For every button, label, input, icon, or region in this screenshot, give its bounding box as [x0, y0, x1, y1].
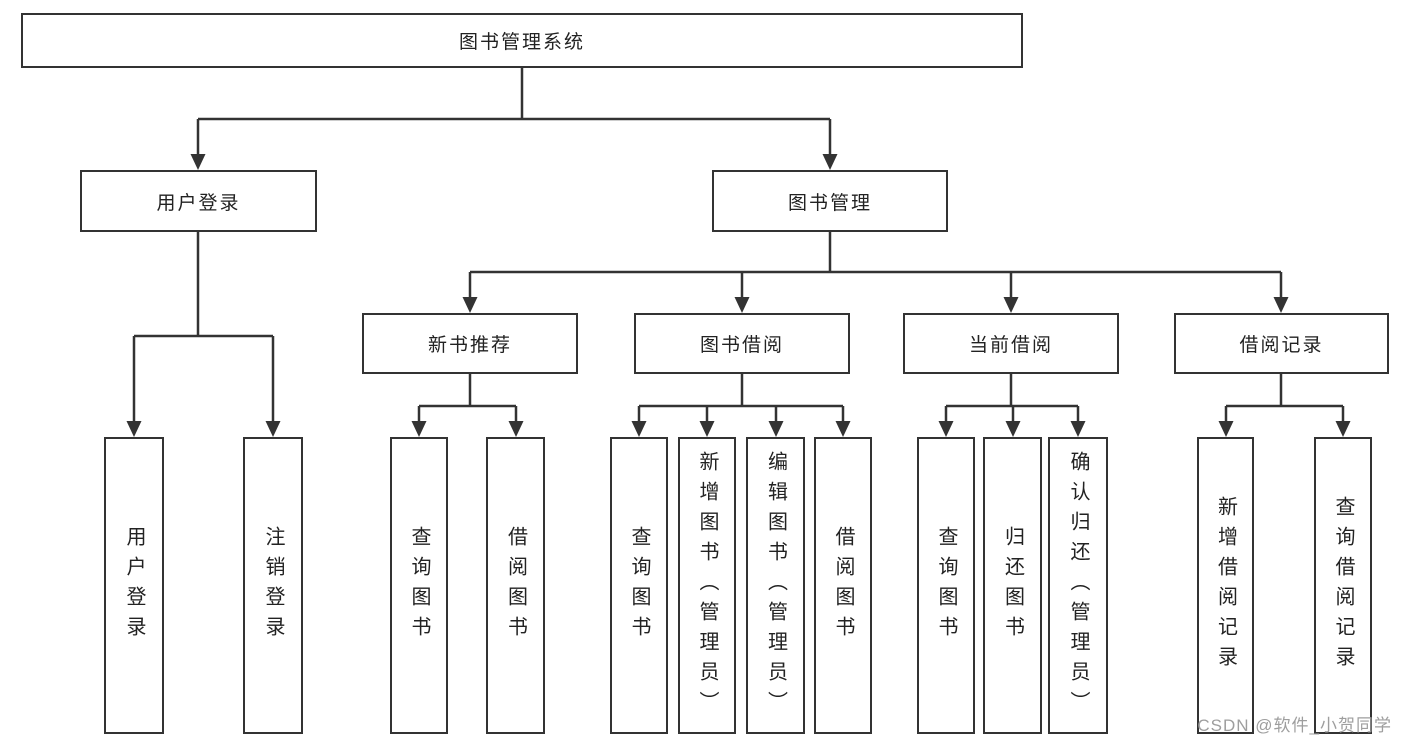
node-label: 查询图书: [408, 525, 430, 646]
node-label: 归还图书: [1001, 525, 1024, 646]
node-label: 确认归还（管理员）: [1067, 450, 1089, 721]
leaf-user-login: 用户登录: [104, 437, 164, 734]
node-borrowing-records: 借阅记录: [1174, 313, 1389, 374]
node-new-book-recommendation: 新书推荐: [362, 313, 578, 374]
node-label: 图书借阅: [699, 335, 784, 356]
node-label: 图书管理系统: [458, 32, 585, 53]
node-label: 新书推荐: [427, 335, 512, 356]
leaf-borrow-books-recommend: 借阅图书: [486, 437, 545, 734]
node-library-management-system: 图书管理系统: [21, 13, 1023, 68]
leaf-add-books-admin: 新增图书（管理员）: [678, 437, 736, 734]
node-current-borrowing: 当前借阅: [903, 313, 1119, 374]
node-label: 借阅记录: [1239, 335, 1324, 356]
leaf-logout: 注销登录: [243, 437, 303, 734]
node-label: 编辑图书（管理员）: [764, 450, 787, 721]
node-label: 用户登录: [156, 192, 241, 214]
arrowheads: [126, 154, 1351, 437]
node-label: 注销登录: [262, 525, 284, 646]
node-label: 借阅图书: [832, 525, 854, 646]
node-label: 当前借阅: [968, 335, 1053, 356]
node-user-login: 用户登录: [80, 170, 317, 232]
node-label: 查询借阅记录: [1332, 495, 1354, 676]
leaf-borrow-books: 借阅图书: [814, 437, 872, 734]
node-label: 新增借阅记录: [1214, 495, 1237, 676]
leaf-query-borrow-record: 查询借阅记录: [1314, 437, 1372, 734]
node-book-borrowing: 图书借阅: [634, 313, 850, 374]
leaf-query-books-recommend: 查询图书: [390, 437, 448, 734]
node-label: 新增图书（管理员）: [696, 450, 718, 721]
node-label: 借阅图书: [504, 525, 527, 646]
node-label: 图书管理: [787, 192, 872, 214]
node-label: 查询图书: [935, 525, 957, 646]
leaf-edit-books-admin: 编辑图书（管理员）: [746, 437, 805, 734]
leaf-add-borrow-record: 新增借阅记录: [1197, 437, 1254, 734]
leaf-return-books: 归还图书: [983, 437, 1042, 734]
node-label: 用户登录: [123, 525, 145, 646]
leaf-confirm-return-admin: 确认归还（管理员）: [1048, 437, 1108, 734]
node-label: 查询图书: [628, 525, 650, 646]
leaf-query-books-current: 查询图书: [917, 437, 975, 734]
node-book-management: 图书管理: [712, 170, 948, 232]
csdn-watermark: CSDN @软件_小贺同学: [1197, 716, 1392, 735]
leaf-query-books-borrow: 查询图书: [610, 437, 668, 734]
